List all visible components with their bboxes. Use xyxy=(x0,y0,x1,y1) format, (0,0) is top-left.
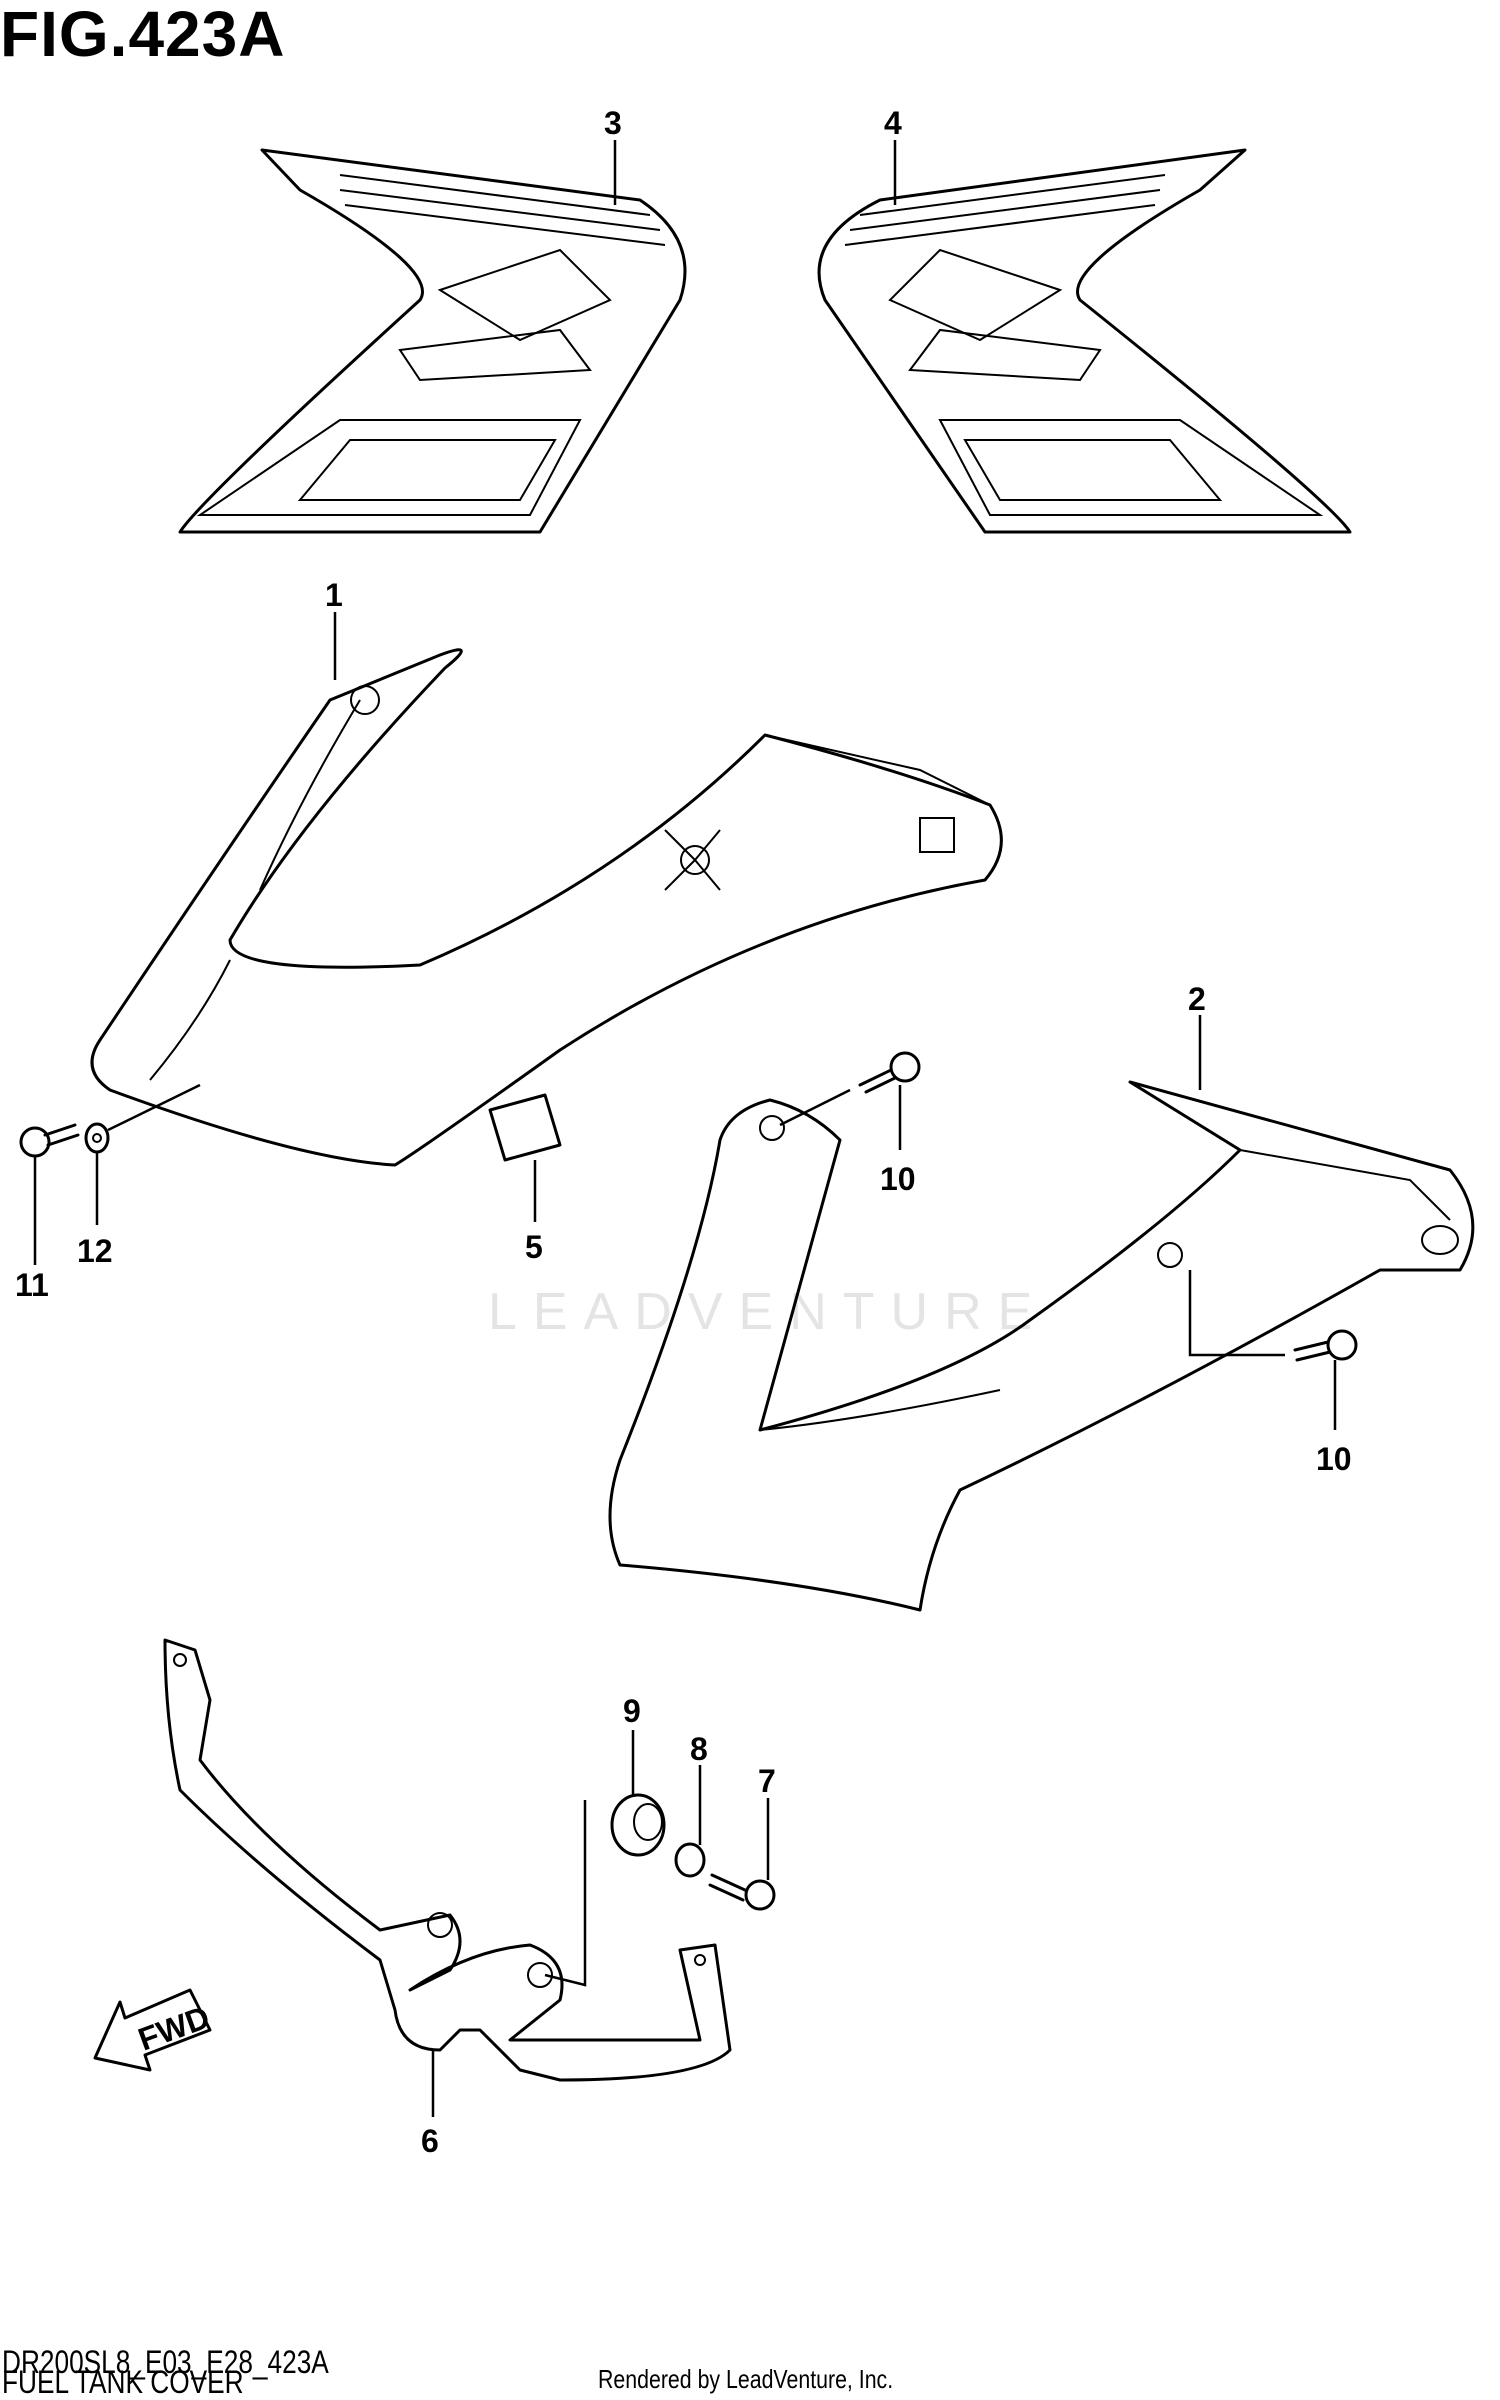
callout-7: 7 xyxy=(758,1763,776,1799)
fwd-arrow: FWD xyxy=(93,1988,214,2072)
leader-lines xyxy=(33,140,1337,2117)
washer-12[interactable] xyxy=(84,1083,201,1154)
diagram-code: DR200SL8_E03_E28_423A xyxy=(2,2344,329,2380)
collar-8[interactable] xyxy=(674,1842,706,1878)
figure-title: FIG.423A xyxy=(0,0,286,70)
callout-12: 12 xyxy=(77,1233,113,1269)
leader-9-bracket xyxy=(544,1800,587,1987)
diagram-subtitle: FUEL TANK COVER xyxy=(2,2364,244,2400)
emblem-decal-left[interactable] xyxy=(178,148,687,534)
emblem-decal-right[interactable] xyxy=(817,148,1352,534)
callout-4: 4 xyxy=(884,105,902,141)
fuel-tank-cover-right[interactable] xyxy=(608,1080,1475,1612)
cushion-pad[interactable] xyxy=(488,1093,562,1162)
render-credit: Rendered by LeadVenture, Inc. xyxy=(598,2364,894,2394)
bolt-10-lower[interactable] xyxy=(1188,1270,1358,1362)
grommet-9[interactable] xyxy=(610,1793,666,1857)
callout-5: 5 xyxy=(525,1229,543,1265)
callout-3: 3 xyxy=(604,105,622,141)
callout-8: 8 xyxy=(690,1731,708,1767)
bolt-11[interactable] xyxy=(19,1123,80,1158)
callout-2: 2 xyxy=(1188,981,1206,1017)
callout-11: 11 xyxy=(15,1267,49,1303)
callout-6: 6 xyxy=(421,2123,439,2159)
bolt-10-upper[interactable] xyxy=(779,1051,921,1127)
callout-10-upper: 10 xyxy=(880,1161,916,1197)
watermark-text: LEADVENTURE xyxy=(488,1283,1049,1341)
callout-10-lower: 10 xyxy=(1316,1441,1352,1477)
fuel-tank-cover-left[interactable] xyxy=(90,648,1003,1167)
bolt-7[interactable] xyxy=(708,1873,776,1911)
bracket[interactable] xyxy=(163,1638,732,2082)
callout-1: 1 xyxy=(325,577,343,613)
callout-9: 9 xyxy=(623,1693,641,1729)
